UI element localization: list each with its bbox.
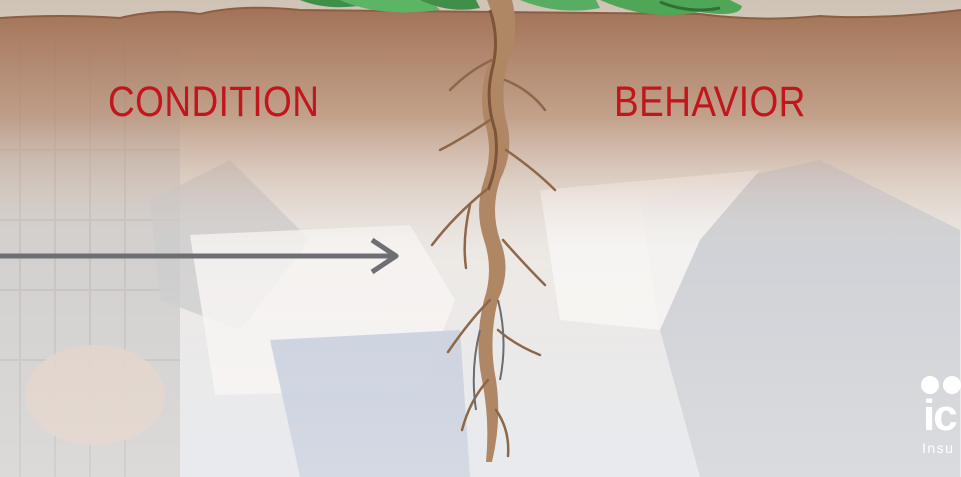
company-logo: ic Insu — [915, 368, 961, 463]
logo-subtext: Insu — [922, 440, 954, 456]
logo-text: ic — [923, 394, 956, 438]
behavior-label: BEHAVIOR — [614, 78, 806, 127]
condition-label: CONDITION — [108, 78, 319, 127]
